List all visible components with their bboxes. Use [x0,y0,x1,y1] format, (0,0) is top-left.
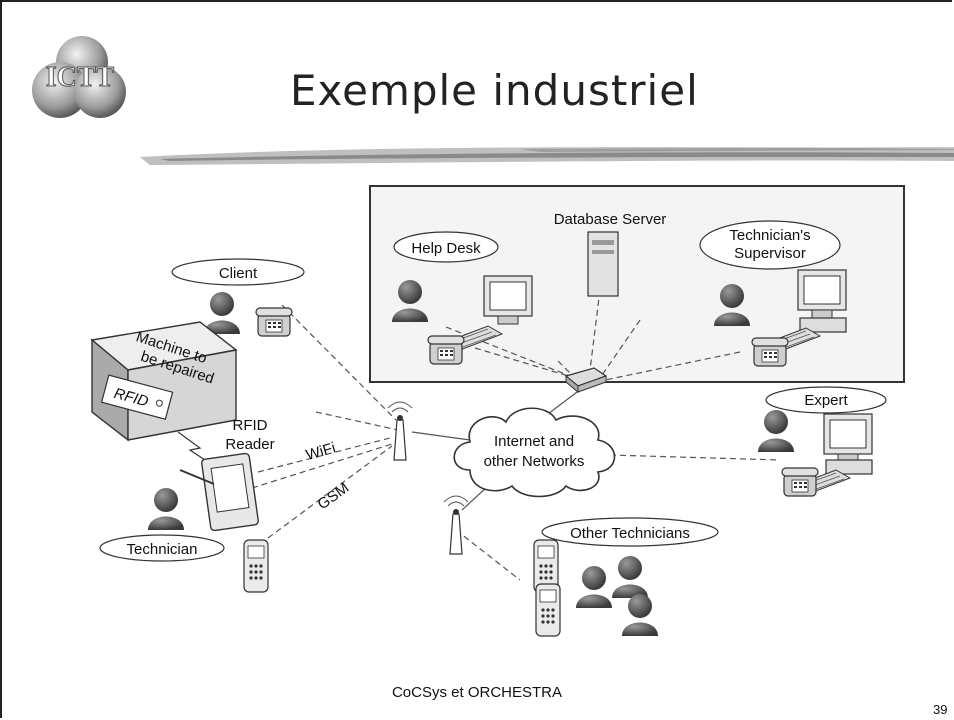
wifi-antenna [387,401,413,461]
other-technician-person-3 [622,594,658,636]
rfid-reader-label-line1: RFID [233,417,268,434]
slide-footer: CoCSys et ORCHESTRA [391,684,563,701]
database-server-label: Database Server [554,211,667,228]
expert-phone [781,467,819,497]
other-technician-person-2 [612,556,648,598]
other-technician-person-1 [576,566,612,608]
rfid-reader-label-line2: Reader [225,436,274,453]
client-phone [255,307,293,337]
title-rule [140,147,954,165]
supervisor-label-line1: Technician's [729,227,810,244]
slide-title: Exemple industriel [290,66,699,115]
expert-label: Expert [804,392,848,409]
gsm-label: GSM [315,479,353,513]
machine-box [90,321,238,442]
supervisor-label-line2: Supervisor [734,245,806,262]
help-desk-label: Help Desk [411,240,481,257]
wifi-label: WiFi [304,439,338,464]
client-person [204,292,240,334]
other-technician-phone-2 [535,583,561,637]
expert-monitor [823,413,873,463]
internet-cloud [453,407,616,498]
rfid-reader-device [179,452,259,532]
page-number: 39 [933,702,948,717]
client-label: Client [219,265,258,282]
logo-text: ICTT [46,62,115,93]
other-technicians-label: Other Technicians [570,525,690,542]
network-hub [564,367,608,394]
gsm-antenna [443,495,469,555]
connection-lines [251,289,781,581]
internet-label-line2: other Networks [484,453,585,470]
technician-cellphone [243,539,269,593]
technician-person [148,488,184,530]
expert-person [758,410,794,452]
supervisor-phone [751,337,789,367]
help-desk-phone [427,335,465,365]
technician-label: Technician [127,541,198,558]
internet-label-line1: Internet and [494,433,574,450]
ictt-logo: ICTT [32,36,126,118]
rfid-tag [100,374,174,421]
